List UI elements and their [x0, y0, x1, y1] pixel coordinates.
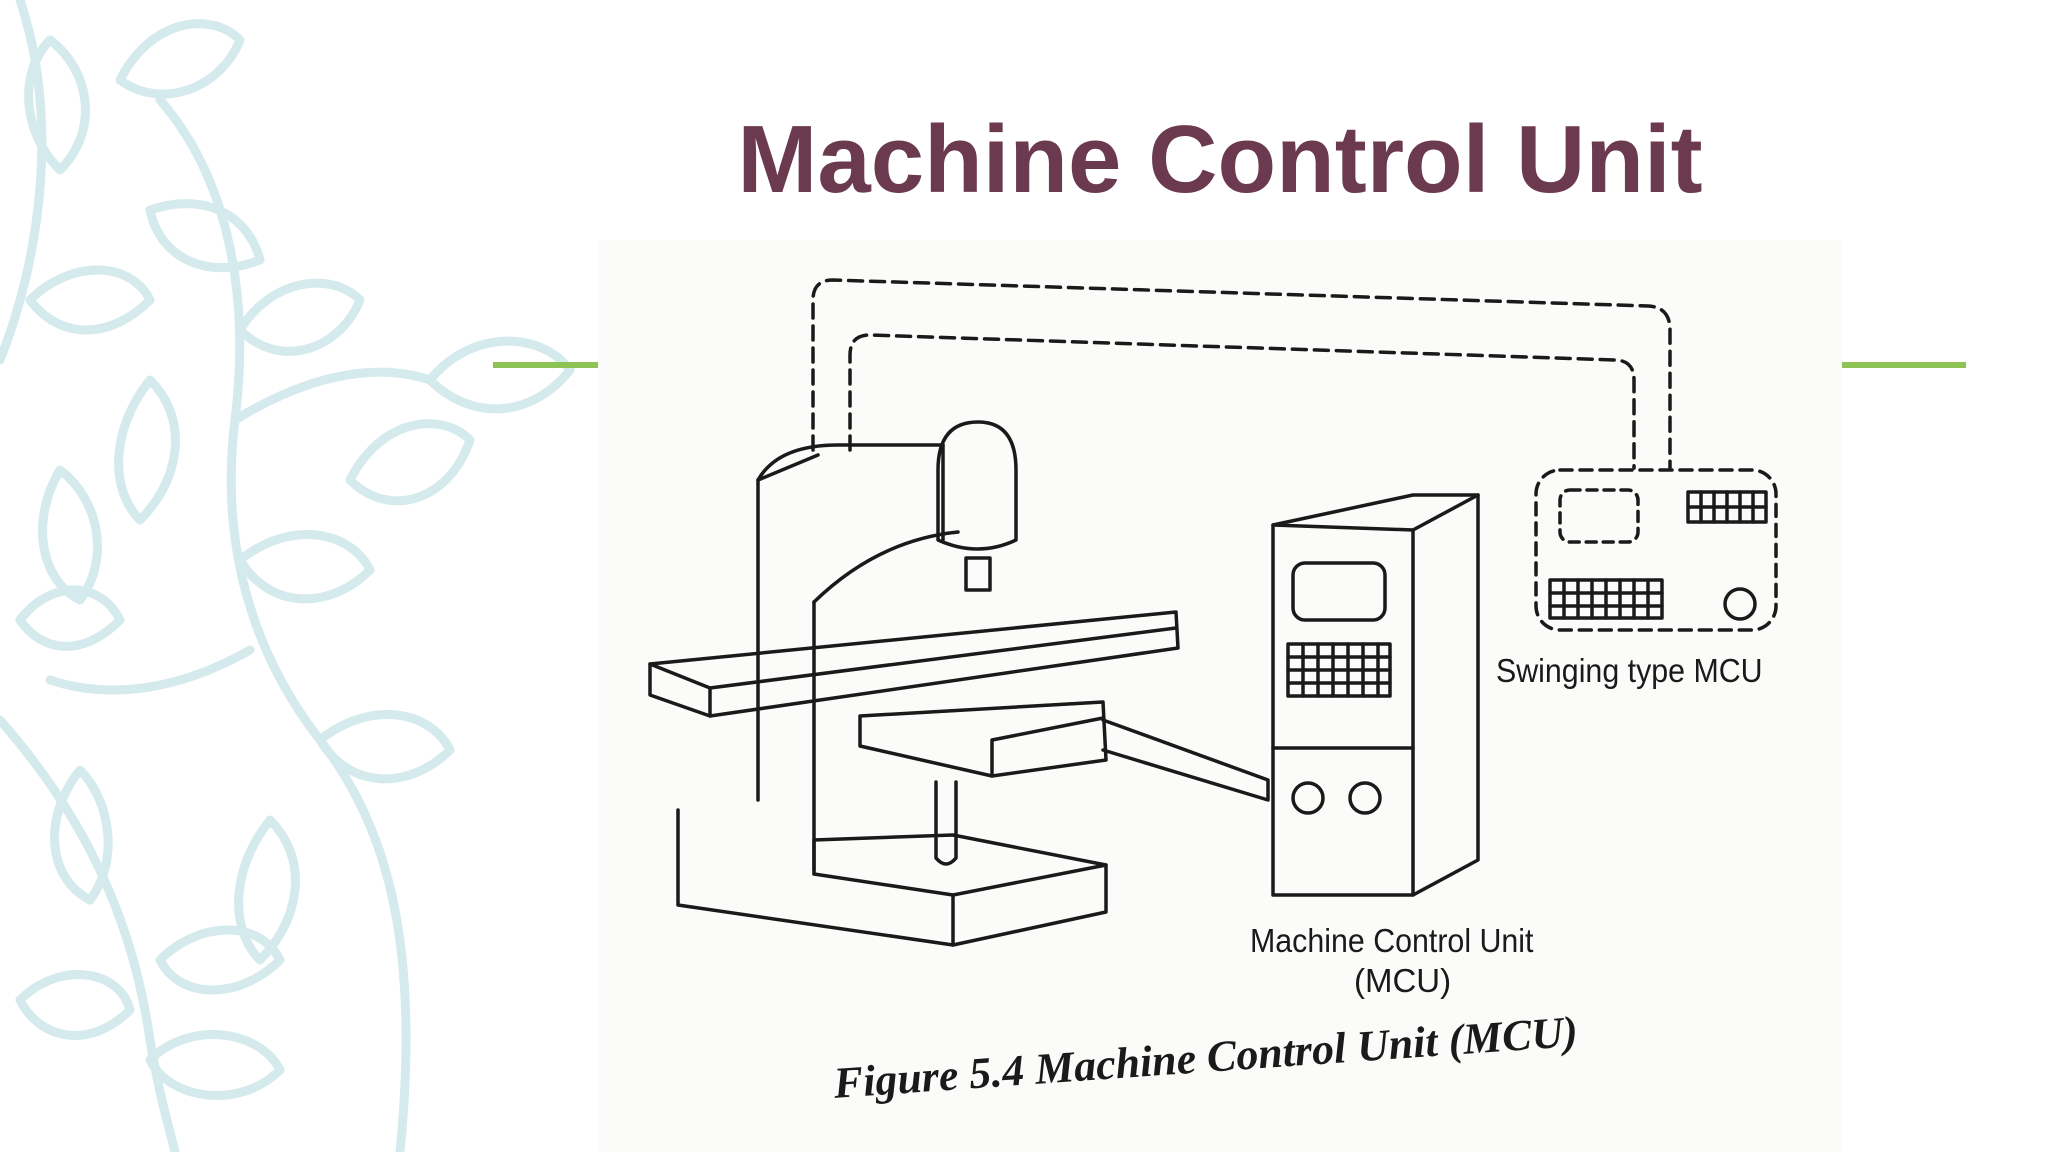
- mcu-figure: Swinging type MCU Machine Control Unit (…: [598, 240, 1842, 1152]
- accent-line-right: [1842, 362, 1966, 368]
- accent-line-left: [493, 362, 601, 368]
- slide-title: Machine Control Unit: [737, 106, 1703, 213]
- mcu-label-line2: (MCU): [1354, 962, 1452, 999]
- mcu-label-line1: Machine Control Unit: [1250, 922, 1534, 959]
- milling-machine-drawing: [648, 278, 1778, 947]
- swinging-mcu-label: Swinging type MCU: [1496, 652, 1763, 689]
- leaf-vine-decoration: [0, 0, 575, 1152]
